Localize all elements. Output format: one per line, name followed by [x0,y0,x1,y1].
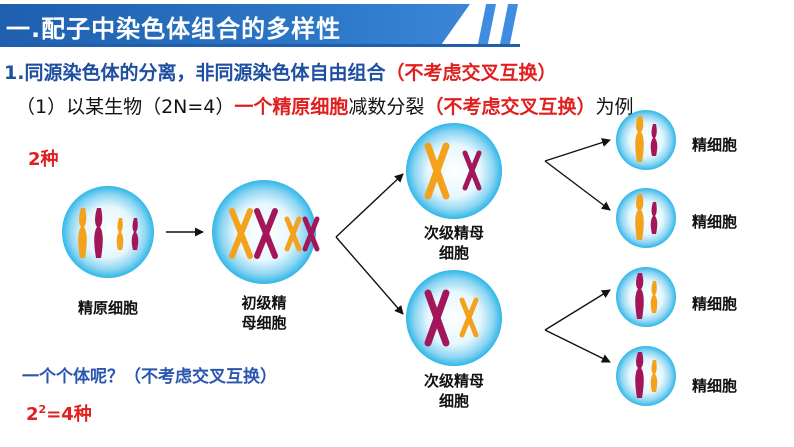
chromosomes-primary [229,208,320,259]
arrow-to-sperm-3 [544,289,611,331]
sub-prefix: （1）以某生物（2N=4） [16,96,235,118]
dyad-short-orange [459,297,479,338]
label-secondary-top-line2: 细胞 [438,244,469,262]
power-label: 22=4种 [26,400,92,426]
sub-middle: 减数分裂 [348,96,425,118]
power-exponent: 2 [38,403,47,416]
cell-secondary-bottom [406,270,502,366]
label-secondary-bottom-line1: 次级精母 [423,372,484,390]
arrow-to-secondary-bottom [335,236,404,315]
cell-sperm-2 [616,188,676,248]
chromosomes-secondary-bottom [424,289,479,347]
cell-sperm-4 [616,346,676,406]
tetrad-short-orange [284,216,302,252]
chromosomes-sperm-3 [635,273,658,319]
label-sperm-2: 精细胞 [692,213,738,231]
chromosome-long-orange [78,208,87,258]
sub-highlight-1: 一个精原细胞 [234,96,349,118]
dyad-short-maroon [462,150,482,191]
arrow-to-sperm-4 [544,329,611,363]
arrow-to-secondary-top [335,173,404,238]
chromosome-short-orange [116,218,124,250]
dyad-long-maroon [424,289,450,347]
cell-sperm-1 [616,110,676,170]
label-secondary-top-line1: 次级精母 [423,224,484,242]
chromosomes-sperm-4 [635,352,658,398]
arrow-to-sperm-2 [544,160,611,211]
label-secondary-bottom-line2: 细胞 [438,392,469,410]
label-sperm-4: 精细胞 [692,377,738,395]
label-primary-line1: 初级精 [241,294,287,312]
page-title: 一.配子中染色体组合的多样性 [6,15,342,43]
dyad-long-orange [424,142,450,200]
sub-highlight-2: （不考虑交叉互换） [424,96,596,118]
chromosome-short-maroon [131,218,139,250]
tetrad-long-maroon [254,208,278,259]
title-underline [0,44,520,47]
label-sperm-3: 精细胞 [692,295,738,313]
title-banner [0,4,470,44]
cell-secondary-top [406,123,502,219]
individual-question: 一个个体呢？（不考虑交叉互换） [22,367,277,387]
cell-spermatogonium [62,186,154,278]
chromosomes-spermatogonium [78,208,139,258]
tetrad-long-orange [229,208,253,259]
label-primary-line2: 母细胞 [241,314,287,332]
cell-sperm-3 [616,267,676,327]
two-kinds-label: 2种 [28,149,59,170]
sub-heading: （1）以某生物（2N=4）一个精原细胞减数分裂（不考虑交叉互换）为例 [16,92,633,119]
chromosome-long-maroon [94,208,103,258]
chromosomes-sperm-2 [635,194,658,240]
label-spermatogonium: 精原细胞 [77,299,138,317]
chromosomes-secondary-top [424,142,482,200]
label-sperm-1: 精细胞 [692,136,738,154]
power-base: 2 [26,404,39,425]
power-result: =4种 [46,404,92,425]
sub-suffix: 为例 [595,96,634,118]
heading-main: 1.同源染色体的分离，非同源染色体自由组合 [4,62,386,84]
arrow-to-sperm-1 [544,138,611,162]
heading-note: （不考虑交叉互换） [385,62,557,84]
tetrad-short-maroon [302,216,320,252]
section-heading: 1.同源染色体的分离，非同源染色体自由组合（不考虑交叉互换） [4,58,556,85]
chromosomes-sperm-1 [635,116,658,162]
